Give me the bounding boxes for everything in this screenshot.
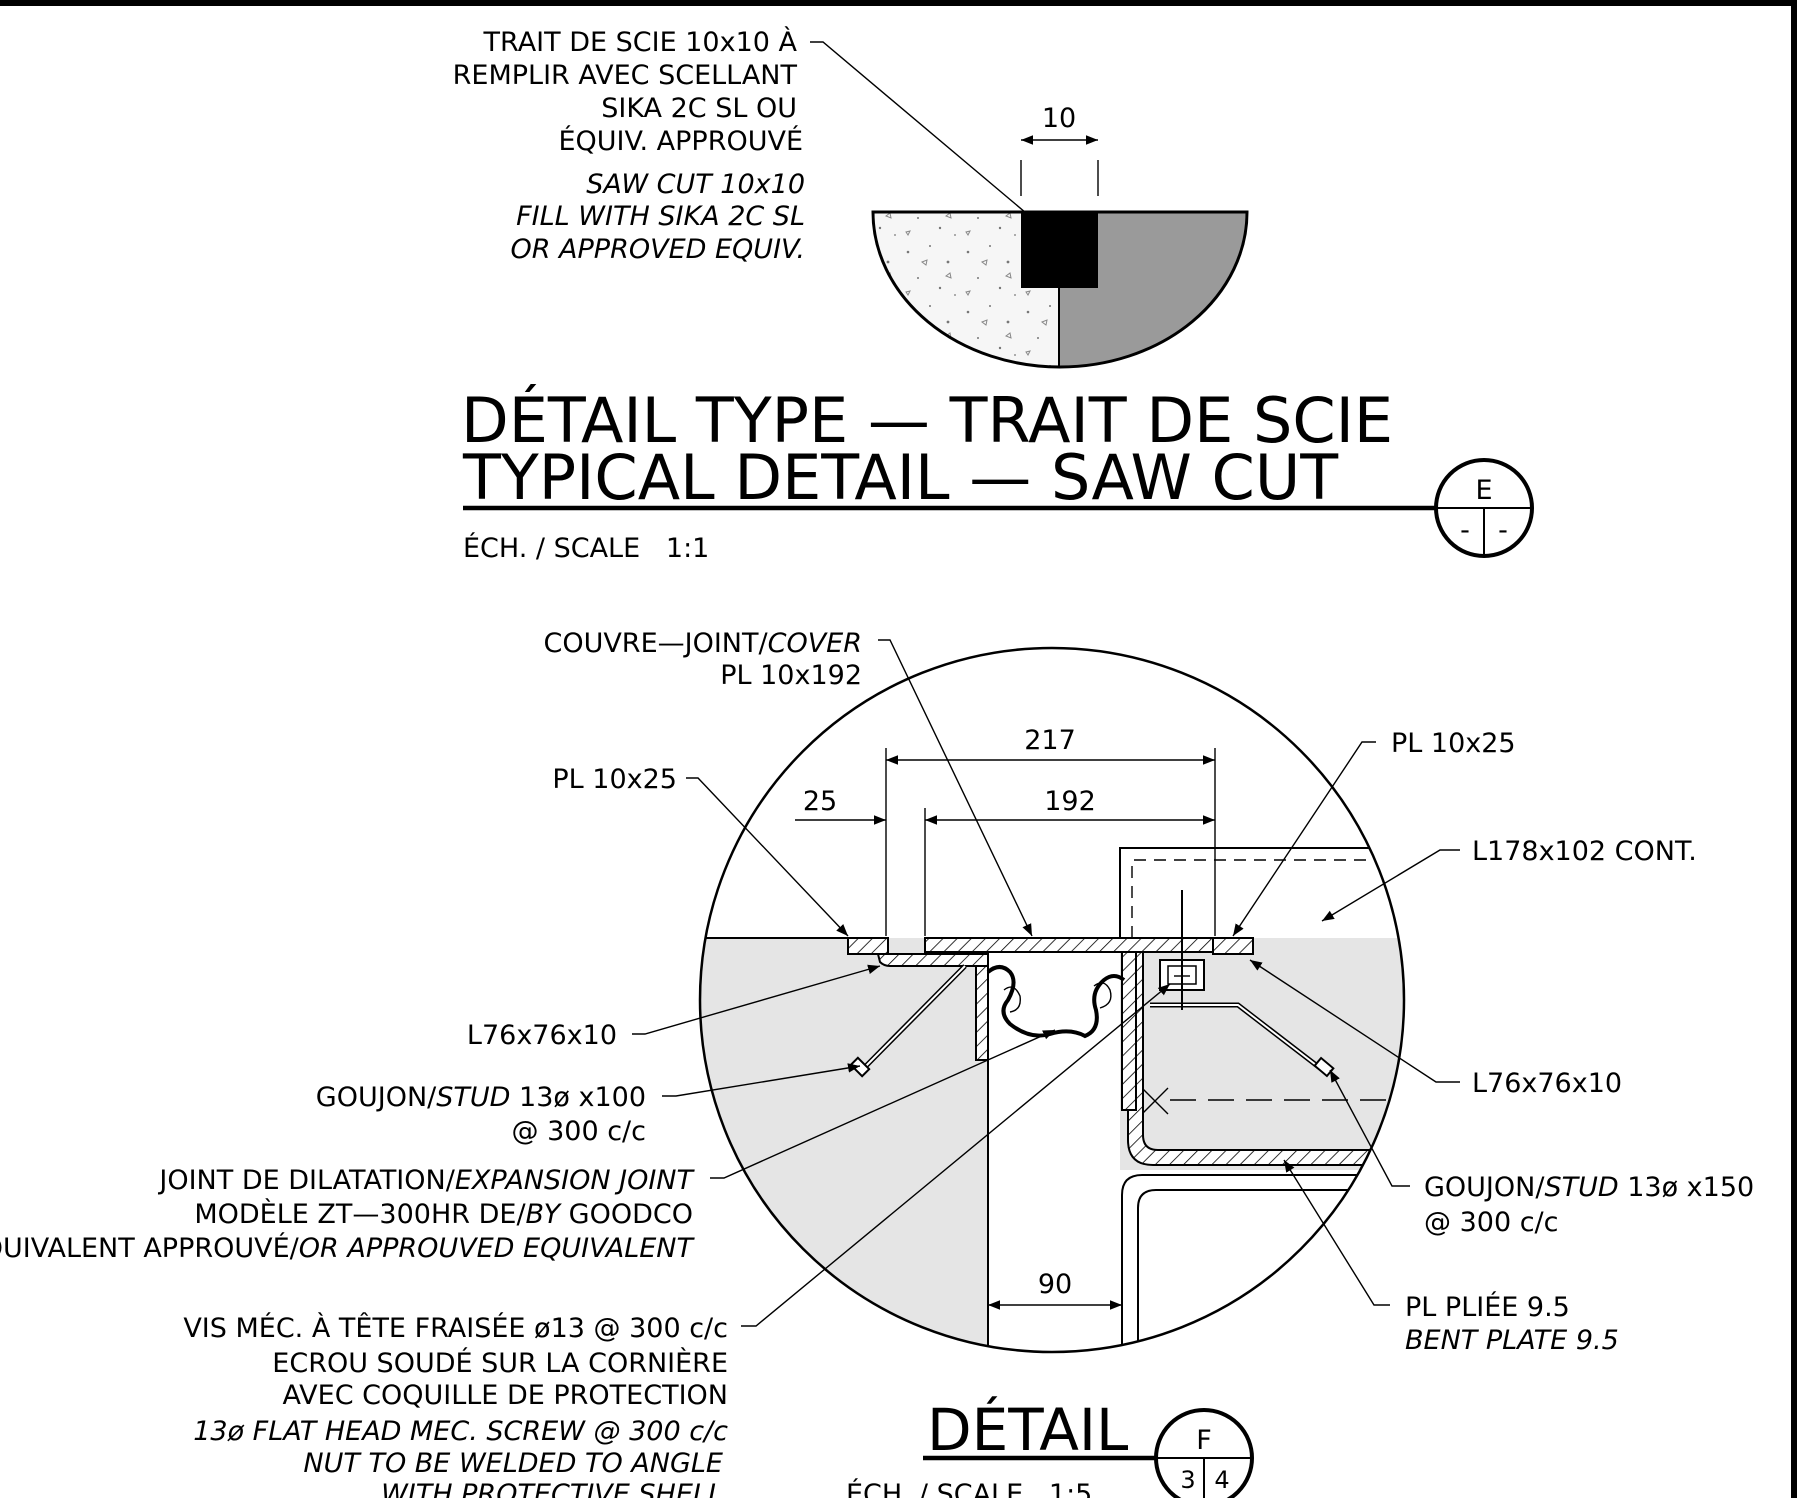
scale-f: ÉCH. / SCALE 1:5 (846, 1478, 1092, 1498)
leaders-f (632, 639, 1460, 1327)
stud-left-label: GOUJON/STUD 13ø x100 (316, 1082, 646, 1113)
saw-cut-section (871, 210, 1249, 369)
callout-fr-3: SIKA 2C SL OU (601, 93, 797, 124)
callout-fr-1: TRAIT DE SCIE 10x10 À (483, 26, 798, 58)
left-angle (876, 953, 989, 967)
labels-f: COUVRE—JOINT/COVER PL 10x192 PL 10x25 PL… (0, 628, 1754, 1498)
callout-fr-2: REMPLIR AVEC SCELLANT (453, 60, 798, 91)
marker-e-letter: E (1475, 475, 1492, 506)
bent-plate-en: BENT PLATE 9.5 (1405, 1325, 1619, 1356)
pl-left-plate (847, 937, 889, 955)
marker-e-right: - (1498, 515, 1508, 546)
screw-en-2: NUT TO BE WELDED TO ANGLE (303, 1448, 723, 1479)
scale-e: ÉCH. / SCALE 1:1 (463, 532, 709, 564)
screw-fr-2: ECROU SOUDÉ SUR LA CORNIÈRE (272, 1347, 728, 1379)
cover-label: COUVRE—JOINT/COVER (543, 628, 862, 659)
dim-25-text: 25 (803, 786, 837, 817)
joint-label: JOINT DE DILATATION/EXPANSION JOINT (157, 1165, 695, 1196)
stud-left-spacing: @ 300 c/c (512, 1116, 647, 1147)
dimension-10: 10 (1020, 103, 1099, 196)
detail-f-expansion-joint: 217 25 192 90 COUVRE—JOINT/COVER PL 10x1 (0, 628, 1754, 1498)
title-en: TYPICAL DETAIL — SAW CUT (462, 441, 1339, 514)
title-fr: DÉTAIL TYPE — TRAIT DE SCIE (461, 384, 1393, 457)
screw-en-1: 13ø FLAT HEAD MEC. SCREW @ 300 c/c (193, 1416, 728, 1447)
detail-e-title: DÉTAIL TYPE — TRAIT DE SCIE TYPICAL DETA… (461, 384, 1436, 564)
stud-right-spacing: @ 300 c/c (1424, 1207, 1559, 1238)
marker-f-letter: F (1196, 1425, 1212, 1456)
cover-plate (924, 937, 1216, 953)
screw-fr-3: AVEC COQUILLE DE PROTECTION (282, 1380, 728, 1411)
marker-e-left: - (1460, 515, 1470, 546)
stud-right-label: GOUJON/STUD 13ø x150 (1424, 1172, 1754, 1203)
section-marker-f: F 3 4 (1154, 1408, 1254, 1498)
marker-f-left: 3 (1180, 1466, 1195, 1494)
angle-left-label: L76x76x10 (467, 1020, 617, 1051)
angle-right-label: L76x76x10 (1472, 1068, 1622, 1099)
dim-10-text: 10 (1042, 103, 1076, 134)
dim-90-text: 90 (1038, 1269, 1072, 1300)
right-stud (1150, 1002, 1335, 1078)
left-stud (849, 964, 967, 1078)
left-slab (700, 938, 988, 1352)
cover-size-label: PL 10x192 (720, 660, 862, 691)
detail-f-circle (698, 646, 1406, 1354)
model-label: MODÈLE ZT—300HR DE/BY GOODCO (194, 1198, 693, 1230)
section-marker-e: E - - (1434, 458, 1534, 558)
pl-right-label: PL 10x25 (1391, 728, 1516, 759)
expansion-seal (986, 965, 1126, 1039)
equiv-label: OU ÉQUIVALENT APPROUVÉ/OR APPROUVED EQUI… (0, 1232, 695, 1264)
saw-cut-sealant (1021, 212, 1098, 288)
angle-cont-label: L178x102 CONT. (1472, 836, 1697, 867)
callout-fr-4: ÉQUIV. APPROUVÉ (558, 125, 803, 157)
saw-cut-callout: TRAIT DE SCIE 10x10 À REMPLIR AVEC SCELL… (453, 26, 1033, 265)
pl-left-label: PL 10x25 (552, 764, 677, 795)
callout-en-1: SAW CUT 10x10 (586, 169, 805, 200)
callout-en-3: OR APPROVED EQUIV. (510, 234, 805, 265)
callout-en-2: FILL WITH SIKA 2C SL (516, 201, 805, 232)
dim-217-text: 217 (1024, 725, 1076, 756)
title-f: DÉTAIL (927, 1395, 1128, 1464)
detail-f-title: DÉTAIL ÉCH. / SCALE 1:5 (846, 1395, 1157, 1498)
marker-f-right: 4 (1214, 1466, 1229, 1494)
dim-192-text: 192 (1044, 786, 1096, 817)
pl-right-plate (1212, 937, 1254, 955)
bent-plate-fr: PL PLIÉE 9.5 (1405, 1291, 1570, 1323)
dimensions-f: 217 25 192 90 (795, 725, 1216, 1310)
detail-e-saw-cut: 10 TRAIT DE SCIE 10x10 À REMPLIR AVEC SC… (453, 26, 1534, 564)
screw-en-3: WITH PROTECTIVE SHELL (381, 1479, 723, 1498)
screw-fr-1: VIS MÉC. À TÊTE FRAISÉE ø13 @ 300 c/c (183, 1312, 728, 1344)
